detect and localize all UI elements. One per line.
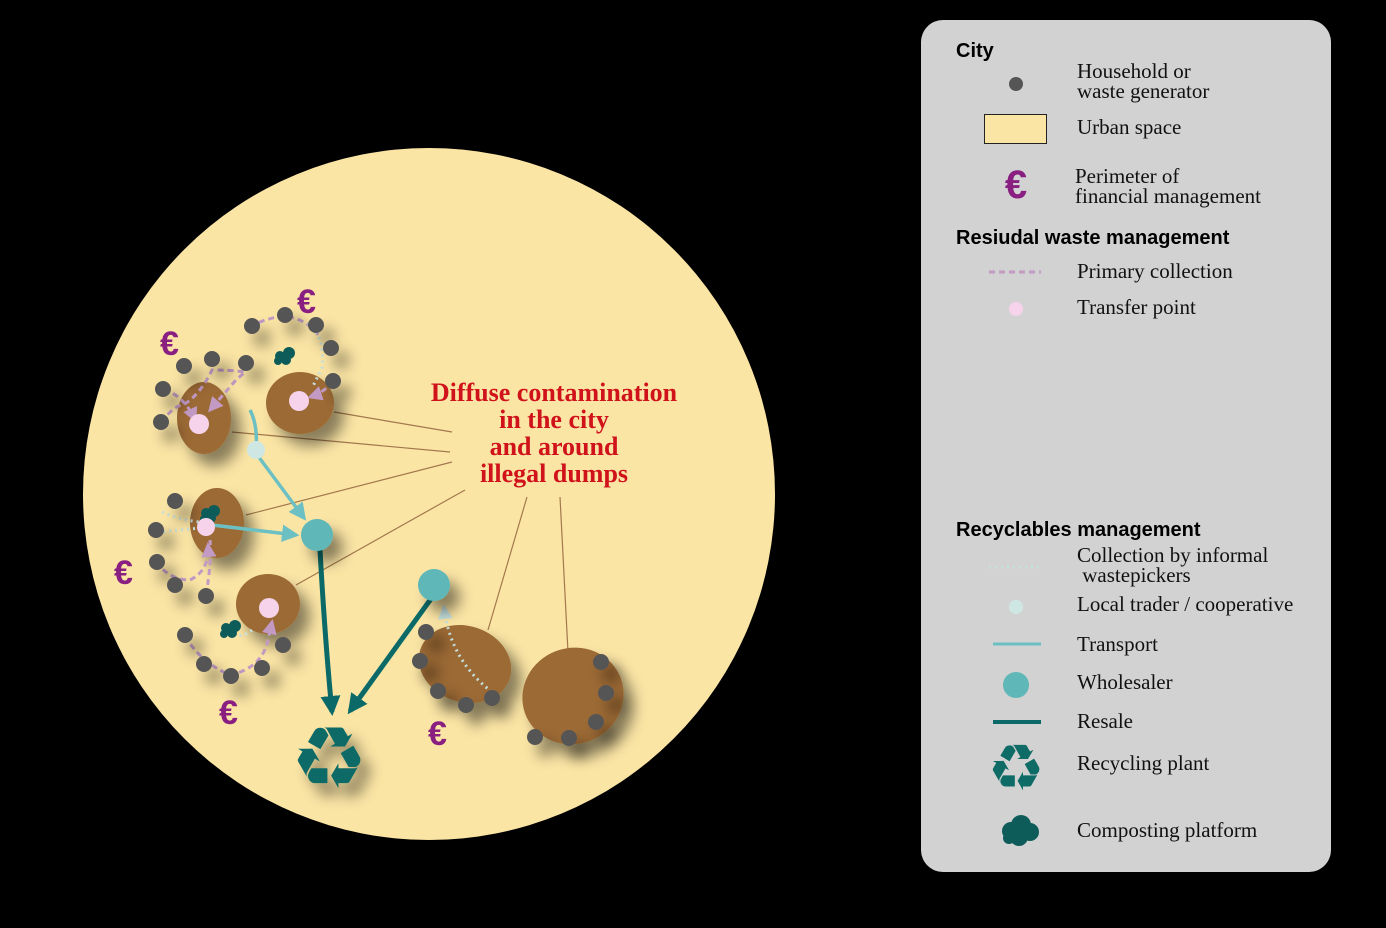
legend-household-label: Household or waste generator xyxy=(1077,59,1210,103)
informal-collection-routes xyxy=(156,321,493,694)
svg-text:♻: ♻ xyxy=(987,732,1044,798)
contamination-annotation: Diffuse contamination in the city and ar… xyxy=(431,378,678,488)
resale-arrows xyxy=(317,549,436,716)
legend-wholesaler-label: Wholesaler xyxy=(1077,670,1173,694)
legend-perimeter-label: Perimeter of financial management xyxy=(1075,164,1261,208)
urban-space-swatch xyxy=(984,114,1047,144)
composting-platform-3 xyxy=(220,620,241,638)
financial-perimeters: € € € € € xyxy=(114,283,447,753)
legend-heading-city: City xyxy=(956,40,994,62)
transport-line-icon xyxy=(993,642,1041,646)
resale-line-icon xyxy=(993,720,1041,724)
svg-text:in the city: in the city xyxy=(499,405,609,434)
legend-informal-collection-label: Collection by informal wastepickers xyxy=(1077,543,1269,587)
recycling-plant-icon: ♻ xyxy=(290,709,367,809)
euro-icon: € xyxy=(160,325,179,363)
legend-heading-recyclables: Recyclables management xyxy=(956,519,1201,541)
legend-resale-label: Resale xyxy=(1077,709,1133,733)
transfer-points xyxy=(189,391,309,618)
waste-management-diagram: ♻ € € € € € Diffuse contamination in the… xyxy=(83,148,775,840)
composting-platform-1 xyxy=(274,347,295,365)
euro-icon: € xyxy=(1005,163,1027,206)
contamination-lines xyxy=(231,411,569,653)
wholesalers xyxy=(301,519,450,601)
euro-icon: € xyxy=(114,554,133,592)
legend-transport-label: Transport xyxy=(1077,632,1158,656)
wholesaler-icon xyxy=(1003,672,1029,698)
legend-panel: City Household or waste generator Urban … xyxy=(921,20,1331,872)
district-5 xyxy=(418,625,512,703)
svg-text:illegal dumps: illegal dumps xyxy=(480,459,628,488)
svg-text:Diffuse contamination: Diffuse contamination xyxy=(431,378,678,407)
legend-transfer-point-label: Transfer point xyxy=(1077,295,1196,319)
legend-recycling-plant-label: Recycling plant xyxy=(1077,751,1210,775)
legend-local-trader-label: Local trader / cooperative xyxy=(1077,592,1294,616)
legend-heading-residual: Resiudal waste management xyxy=(956,227,1230,249)
euro-icon: € xyxy=(297,283,316,321)
euro-icon: € xyxy=(428,715,447,753)
euro-icon: € xyxy=(219,694,238,732)
households xyxy=(148,307,614,746)
svg-text:and around: and around xyxy=(490,432,619,461)
legend-urban-space-label: Urban space xyxy=(1077,115,1182,139)
legend-composting-label: Composting platform xyxy=(1077,818,1258,842)
transfer-point-icon xyxy=(1009,302,1023,316)
household-icon xyxy=(1009,77,1023,91)
local-trader-point xyxy=(247,441,265,459)
svg-text:€: € xyxy=(1005,163,1027,206)
legend-primary-collection-label: Primary collection xyxy=(1077,259,1233,283)
local-trader-icon xyxy=(1009,600,1023,614)
district-3 xyxy=(190,488,244,558)
primary-collection-line-icon xyxy=(989,270,1041,274)
recycling-plant-icon: ♻ xyxy=(987,732,1044,798)
informal-collection-line-icon xyxy=(989,565,1041,569)
composting-platform-icon xyxy=(1002,815,1039,846)
